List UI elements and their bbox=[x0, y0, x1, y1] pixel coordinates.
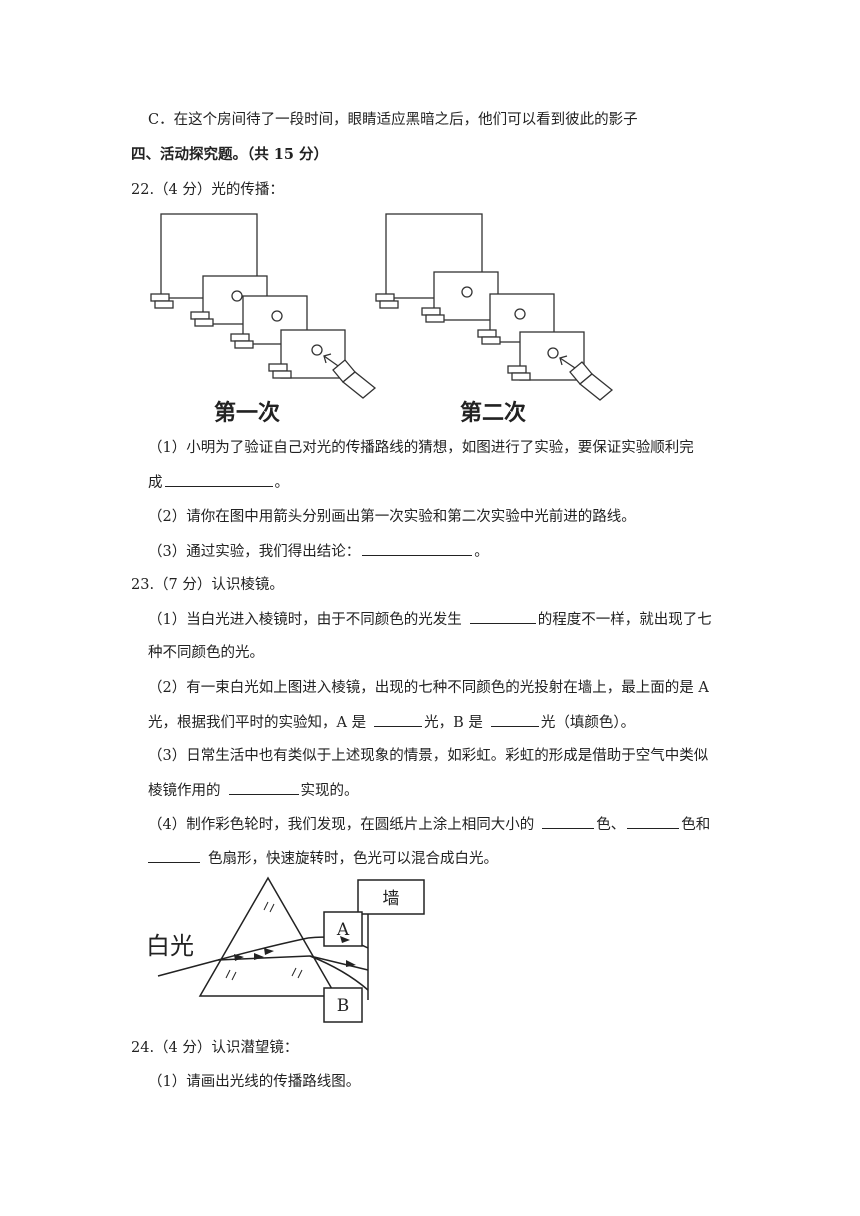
q23-p1-b: 的程度不一样，就出现了七 bbox=[537, 612, 712, 628]
q23-p2-blank-b[interactable] bbox=[490, 712, 539, 727]
q23-p4-line1: （4）制作彩色轮时，我们发现，在圆纸片上涂上相同大小的 色、 色和 bbox=[148, 814, 710, 835]
q22-figure: 第一次 第二次 bbox=[150, 213, 614, 426]
q22-p3: （3）通过实验，我们得出结论： 。 bbox=[148, 541, 489, 562]
q23-stem: 23.（7 分）认识棱镜。 bbox=[131, 577, 284, 593]
q23-p4-line2: 色扇形，快速旋转时，色光可以混合成白光。 bbox=[148, 848, 498, 869]
q23-p3-b: 棱镜作用的 bbox=[148, 783, 221, 799]
q23-p2-line2: 光，根据我们平时的实验知，A 是 光，B 是 光（填颜色）。 bbox=[148, 712, 635, 733]
second-experiment-label: 第二次 bbox=[460, 400, 526, 426]
q23-p2-d: 光（填颜色）。 bbox=[540, 715, 636, 731]
section-title: 四、活动探究题。（共 15 分） bbox=[131, 146, 329, 163]
q23-p4-a: （4）制作彩色轮时，我们发现，在圆纸片上涂上相同大小的 bbox=[148, 817, 535, 833]
wall-label: 墙 bbox=[383, 889, 400, 909]
q23-p2-c: 光，B 是 bbox=[424, 715, 483, 731]
q23-p1-line1: （1）当白光进入棱镜时，由于不同颜色的光发生 的程度不一样，就出现了七 bbox=[148, 609, 712, 630]
q23-p4-d: 色扇形，快速旋转时，色光可以混合成白光。 bbox=[208, 851, 498, 867]
wall-box bbox=[357, 879, 425, 915]
q23-p4-c: 色和 bbox=[681, 817, 711, 833]
incident-light-ray bbox=[157, 959, 219, 977]
q22-p3-prefix: （3）通过实验，我们得出结论： bbox=[148, 544, 361, 560]
label-a-box bbox=[323, 911, 363, 947]
q23-p1-line2: 种不同颜色的光。 bbox=[148, 645, 264, 661]
q23-p1-a: （1）当白光进入棱镜时，由于不同颜色的光发生 bbox=[148, 612, 462, 628]
q23-p3-line2: 棱镜作用的 实现的。 bbox=[148, 780, 359, 801]
q22-p1-line2: 成。 bbox=[148, 472, 289, 493]
q22-p2: （2）请你在图中用箭头分别画出第一次实验和第二次实验中光前进的路线。 bbox=[148, 509, 636, 525]
q22-p1-suffix: 。 bbox=[274, 475, 290, 491]
q23-p4-blank-3[interactable] bbox=[148, 848, 200, 863]
q24-p1: （1）请画出光线的传播路线图。 bbox=[148, 1074, 361, 1090]
q22-p3-blank[interactable] bbox=[362, 541, 473, 556]
q22-p1-line1: （1）小明为了验证自己对光的传播路线的猜想，如图进行了实验，要保证实验顺利完 bbox=[148, 440, 694, 456]
prism-figure: 白光 墙 A B bbox=[146, 876, 425, 1023]
label-b: B bbox=[337, 996, 350, 1016]
q23-p2-blank-a[interactable] bbox=[374, 712, 423, 727]
label-b-box bbox=[323, 987, 363, 1023]
prism-triangle bbox=[198, 876, 338, 997]
q22-stem: 22.（4 分）光的传播： bbox=[131, 182, 284, 198]
q24-stem: 24.（4 分）认识潜望镜： bbox=[131, 1040, 299, 1056]
q23-p3-line1: （3）日常生活中也有类似于上述现象的情景，如彩虹。彩虹的形成是借助于空气中类似 bbox=[148, 748, 709, 764]
q23-p2-b: 光，根据我们平时的实验知，A 是 bbox=[148, 715, 367, 731]
q23-p3-c: 实现的。 bbox=[300, 783, 359, 799]
first-experiment-diagram bbox=[150, 213, 377, 399]
option-c: C．在这个房间待了一段时间，眼睛适应黑暗之后，他们可以看到彼此的影子 bbox=[148, 112, 638, 128]
q22-p1-prefix: 成 bbox=[148, 475, 163, 491]
q23-p1-blank[interactable] bbox=[469, 609, 536, 624]
q23-p3-blank[interactable] bbox=[228, 780, 299, 795]
q23-p4-blank-2[interactable] bbox=[627, 814, 680, 829]
q22-p1-blank[interactable] bbox=[164, 472, 273, 487]
second-experiment-diagram bbox=[375, 213, 614, 401]
q22-p3-suffix: 。 bbox=[474, 544, 489, 560]
white-light-label: 白光 bbox=[146, 932, 194, 960]
q23-p2-line1: （2）有一束白光如上图进入棱镜，出现的七种不同颜色的光投射在墙上，最上面的是 A bbox=[148, 680, 709, 696]
first-experiment-label: 第一次 bbox=[214, 400, 280, 426]
q23-p4-b: 色、 bbox=[596, 817, 626, 833]
label-a: A bbox=[336, 920, 350, 940]
q23-p4-blank-1[interactable] bbox=[542, 814, 595, 829]
